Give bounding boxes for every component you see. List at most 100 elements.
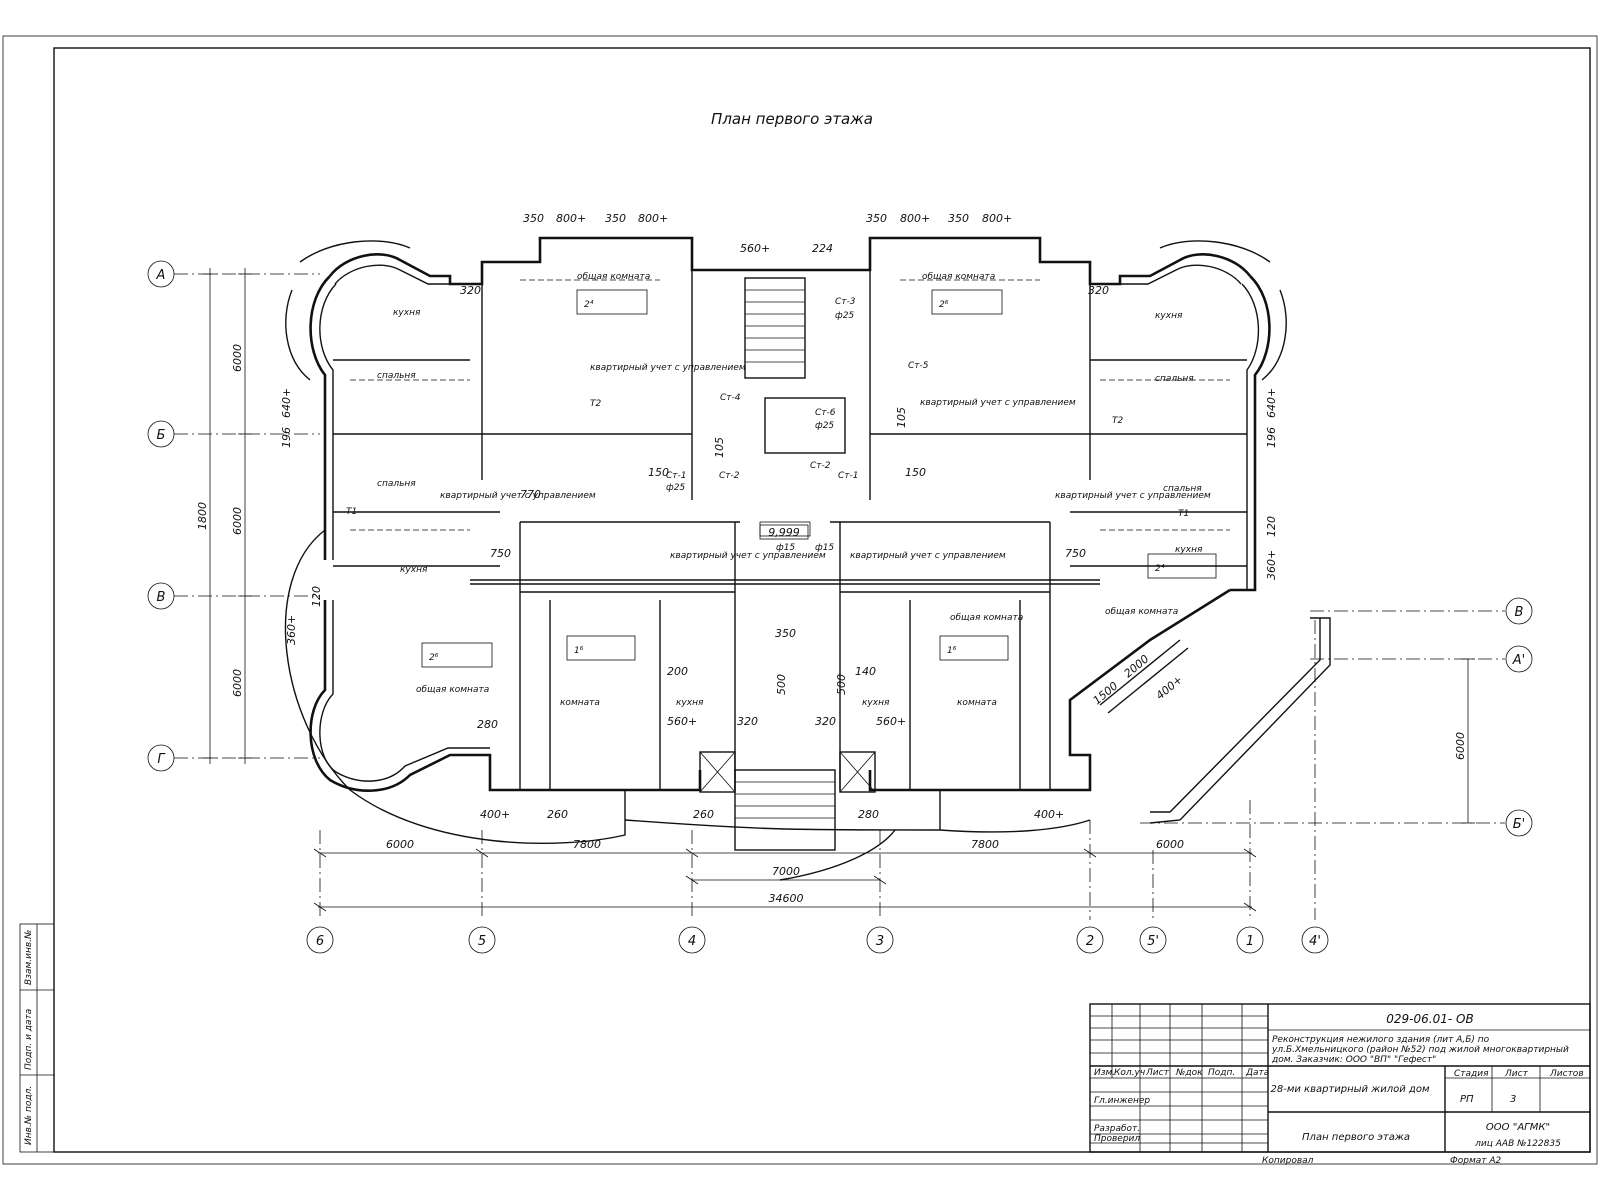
building-name: 28-ми квартирный жилой дом <box>1270 1084 1429 1095</box>
sd-18: 320 <box>815 715 836 728</box>
apt-code-1: 2⁴ <box>584 300 594 310</box>
meter-note-5: квартирный учет с управлением <box>670 551 826 561</box>
sd-41: 360+ <box>1265 550 1278 580</box>
axis-label-v: В <box>157 590 166 605</box>
sd-30: 500 <box>835 674 848 695</box>
outer-frame <box>2 35 1598 1165</box>
interior-walls <box>333 262 1247 851</box>
dim-left-3: 6000 <box>231 669 244 697</box>
inner-frame <box>53 47 1591 1153</box>
sd-20: 560+ <box>876 715 906 728</box>
side-stamp-replace: Взам.инв.№ <box>24 930 34 985</box>
dim-span-2-1: 6000 <box>1156 838 1184 851</box>
meter-note-6: квартирный учет с управлением <box>850 551 1006 561</box>
sd-37: 196 <box>1265 427 1278 448</box>
meter-note-1: квартирный учет с управлением <box>590 363 746 373</box>
small-dimensions: 350 800+ 350 800+ 560+ 224 350 800+ 350 … <box>280 212 1278 821</box>
column-axis-markers: 6 5 4 3 2 5' 1 4' <box>306 926 1329 954</box>
sd-43: 1500 <box>1091 679 1121 707</box>
sd-22: 260 <box>547 808 568 821</box>
level-mark: 9,999 <box>768 526 800 539</box>
doc-code: 029-06.01- ОВ <box>1386 1012 1473 1026</box>
sd-34: 120 <box>310 586 323 607</box>
sd-21: 280 <box>477 718 498 731</box>
title-block: Изм. Кол.уч Лист №док Подп. Дата Гл.инже… <box>1089 1003 1591 1153</box>
sd-9: 800+ <box>982 212 1012 225</box>
pipe-size-1: ф25 <box>835 311 854 321</box>
sd-15: 750 <box>490 547 511 560</box>
room-label-kitchen-3: кухня <box>400 565 428 575</box>
axis-label-2: 2 <box>1086 934 1094 949</box>
riser-st1-right: Ст-1 <box>838 471 859 481</box>
axis-label-right-v: В <box>1515 605 1524 620</box>
pipe-size-5: ф15 <box>815 543 834 553</box>
sd-13: 150 <box>905 466 926 479</box>
description-line-1: Реконструкция нежилого здания (лит А,Б) … <box>1272 1035 1490 1045</box>
pipe-t2-right: Т2 <box>1112 416 1123 426</box>
side-stamp: Инв.№ подл. Подп. и дата Взам.инв.№ <box>19 923 55 1153</box>
room-label-bedroom-4: спальня <box>1163 484 1202 494</box>
room-label-bedroom-2: спальня <box>1155 374 1194 384</box>
apartment-codes: 2⁴ 2⁶ 2⁶ 2⁴ 1⁶ 1⁶ <box>421 289 1217 668</box>
axis-label-4: 4 <box>688 934 696 949</box>
pipe-t1-right: Т1 <box>1178 509 1189 519</box>
meter-note-2: квартирный учет с управлением <box>920 398 1076 408</box>
sd-31: 350 <box>775 627 796 640</box>
riser-st5: Ст-5 <box>908 361 929 371</box>
room-label-kitchen-6: кухня <box>862 698 890 708</box>
axis-label-a: А <box>156 268 166 283</box>
sd-1: 800+ <box>556 212 586 225</box>
axis-label-4-prime: 4' <box>1309 934 1321 949</box>
sd-35: 120 <box>1265 516 1278 537</box>
dim-span-4-3: 7000 <box>772 865 800 878</box>
format-label: Формат А2 <box>1450 1156 1502 1166</box>
role-check: Проверил <box>1094 1134 1140 1144</box>
sd-7: 800+ <box>900 212 930 225</box>
hdr-izm: Изм. <box>1094 1068 1115 1078</box>
riser-st3: Ст-3 <box>835 297 856 307</box>
apt-code-5: 1⁶ <box>574 646 584 656</box>
dim-left-2: 6000 <box>231 507 244 535</box>
description-line-2: ул.Б.Хмельницкого (район №52) под жилой … <box>1271 1045 1569 1055</box>
copied-label: Копировал <box>1262 1156 1314 1166</box>
sheet-number: 3 <box>1510 1094 1516 1105</box>
description-line-3: дом. Заказчик: ООО "ВП" "Гефест" <box>1271 1055 1436 1065</box>
sd-28: 140 <box>855 665 876 678</box>
level-mark-box <box>759 524 809 540</box>
dimension-lines: 6000 6000 6000 1800 6000 6000 7800 7800 … <box>196 268 1475 912</box>
dim-right-vertical: 6000 <box>1454 732 1467 760</box>
axis-label-3: 3 <box>876 934 884 949</box>
room-label-common-1: общая комната <box>577 272 650 282</box>
plan-title: План первого этажа <box>711 110 873 128</box>
dim-left-1: 6000 <box>231 344 244 372</box>
sd-3: 800+ <box>638 212 668 225</box>
apt-code-4: 2⁴ <box>1155 564 1165 574</box>
sd-44: 400+ <box>1154 673 1186 702</box>
sd-17: 320 <box>737 715 758 728</box>
room-label-common-2: общая комната <box>922 272 995 282</box>
axis-label-1: 1 <box>1246 934 1254 949</box>
room-label-room-2: комната <box>957 698 997 708</box>
meter-note-3: квартирный учет с управлением <box>440 491 596 501</box>
sd-19: 560+ <box>667 715 697 728</box>
sd-36: 196 <box>280 427 293 448</box>
sd-2: 350 <box>605 212 626 225</box>
dim-left-total: 1800 <box>196 502 209 530</box>
sd-26: 400+ <box>1034 808 1064 821</box>
sd-23: 260 <box>693 808 714 821</box>
sd-27: 200 <box>667 665 688 678</box>
apt-code-6: 1⁶ <box>947 646 957 656</box>
side-stamp-inv: Инв.№ подл. <box>24 1086 34 1145</box>
axis-label-5: 5 <box>478 934 486 949</box>
sd-14: 770 <box>520 488 541 501</box>
pipe-t1-left: Т1 <box>346 507 357 517</box>
axis-label-g: Г <box>157 752 166 767</box>
sd-5: 224 <box>812 242 833 255</box>
apt-code-3: 2⁶ <box>429 653 439 663</box>
axis-label-6: 6 <box>316 934 324 949</box>
room-labels: кухня кухня кухня кухня кухня кухня спал… <box>377 272 1203 708</box>
hdr-doc: №док <box>1175 1068 1203 1078</box>
axis-label-b: Б <box>157 428 166 443</box>
